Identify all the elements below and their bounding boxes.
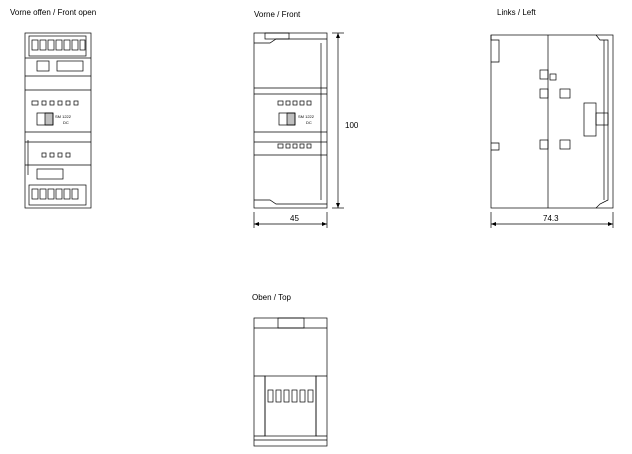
dimension-width-label: 45 <box>290 214 299 223</box>
front-open-model-label: SM 1222 <box>55 114 72 119</box>
view-title-top: Oben / Top <box>252 293 291 302</box>
view-title-front: Vorne / Front <box>254 10 301 19</box>
view-title-front-open: Vorne offen / Front open <box>10 8 97 17</box>
left-view <box>490 34 614 228</box>
view-title-left: Links / Left <box>497 8 536 17</box>
front-model-label: SM 1222 <box>298 114 315 119</box>
front-model-type: DC <box>306 120 312 125</box>
dimension-height-label: 100 <box>345 121 359 130</box>
top-view <box>253 317 328 447</box>
front-open-view <box>24 32 92 209</box>
dimension-depth-label: 74.3 <box>543 214 559 223</box>
front-view <box>253 32 344 228</box>
front-open-model-type: DC <box>63 120 69 125</box>
